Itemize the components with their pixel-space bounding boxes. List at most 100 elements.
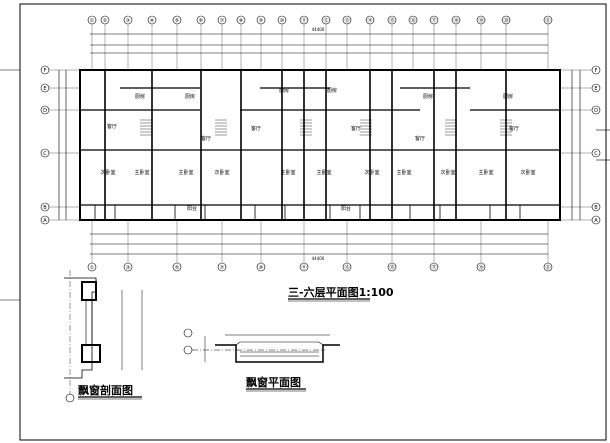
axis-label-right: E xyxy=(594,86,597,92)
axis-bubble-right xyxy=(591,148,601,158)
room-label: 客厅 xyxy=(351,125,361,132)
axis-bubble-top xyxy=(321,15,331,25)
room-label: 主卧室 xyxy=(134,169,149,176)
axis-bubble-left xyxy=(40,148,50,158)
room-label: 阳台 xyxy=(187,205,197,212)
axis-label-bottom: ③ xyxy=(126,265,130,271)
room-label: 客厅 xyxy=(201,135,211,142)
axis-bubble-right xyxy=(591,202,601,212)
axis-bubble-right xyxy=(591,215,601,225)
room-labels: 厨房厨房厨房厨房厨房厨房客厅客厅客厅客厅客厅客厅次卧室主卧室主卧室次卧室主卧室主… xyxy=(100,87,535,212)
axis-label-top: ⑮ xyxy=(389,17,394,24)
axis-bubble-top xyxy=(277,15,287,25)
axis-label-top: ⑫ xyxy=(323,17,328,24)
axis-bubble-bottom xyxy=(543,262,553,272)
room-label: 主卧室 xyxy=(178,169,193,176)
axis-label-top: ② xyxy=(103,18,108,24)
axis-bubble-left xyxy=(40,83,50,93)
axis-bubble-top xyxy=(501,15,511,25)
axis-label-top: ⑱ xyxy=(453,17,458,24)
dimension-lines xyxy=(58,33,581,255)
axis-label-left: E xyxy=(43,86,46,92)
room-label: 客厅 xyxy=(509,125,519,132)
axis-label-bottom: ⑬ xyxy=(344,264,349,271)
axis-label-top: ③ xyxy=(126,18,130,24)
axis-label-top: ⑤ xyxy=(175,18,179,24)
axis-bubble-bottom xyxy=(172,262,182,272)
axis-label-top: ⑯ xyxy=(410,17,415,24)
axis-bubble-bottom xyxy=(387,262,397,272)
axis-label-top: ⑭ xyxy=(367,17,372,24)
axis-label-bottom: ⑲ xyxy=(478,264,483,271)
axis-label-top: ⑦ xyxy=(220,18,225,24)
room-label: 次卧室 xyxy=(364,169,379,176)
axis-bubble-bottom xyxy=(123,262,133,272)
axis-bubble-bottom xyxy=(342,262,352,272)
axis-bubble-right xyxy=(591,83,601,93)
room-label: 主卧室 xyxy=(478,169,493,176)
axis-bubble-left xyxy=(40,202,50,212)
axis-bubble-right xyxy=(591,65,601,75)
axis-bubble-top xyxy=(256,15,266,25)
room-label: 主卧室 xyxy=(316,169,331,176)
axis-label-right: D xyxy=(594,108,598,114)
axis-bubble-bottom xyxy=(217,262,227,272)
axis-bubble-top xyxy=(236,15,246,25)
section-title: 飘窗剖面图 xyxy=(78,383,133,397)
room-label: 客厅 xyxy=(107,123,117,130)
room-label: 次卧室 xyxy=(440,169,455,176)
axis-bubble-top xyxy=(451,15,461,25)
room-label: 厨房 xyxy=(503,93,513,100)
room-label: 阳台 xyxy=(341,205,351,212)
axis-label-bottom: ⑪ xyxy=(301,264,306,271)
axis-label-bottom: ⑨ xyxy=(259,265,263,271)
axis-bubble-top xyxy=(365,15,375,25)
axis-label-bottom: ⑮ xyxy=(389,264,394,271)
axis-label-top: ㉑ xyxy=(545,17,550,24)
axis-bubble-bottom xyxy=(429,262,439,272)
bay-window-section xyxy=(64,270,143,403)
axis-label-right: B xyxy=(594,205,598,211)
drawing-frame xyxy=(19,3,607,441)
floor-plan xyxy=(79,69,561,221)
axis-label-bottom: ㉑ xyxy=(545,264,550,271)
axis-label-right: F xyxy=(595,68,598,74)
bay-window-plan xyxy=(183,328,340,363)
axis-label-top: ⑪ xyxy=(301,17,306,24)
axis-bubble-top xyxy=(476,15,486,25)
axis-bubble-top xyxy=(196,15,206,25)
axis-label-top: ⑬ xyxy=(344,17,349,24)
axis-bubble-top xyxy=(87,15,97,25)
axis-bubble-top xyxy=(123,15,133,25)
axis-label-left: F xyxy=(44,68,47,74)
axis-bubble-top xyxy=(172,15,182,25)
window-plan-title: 飘窗平面图 xyxy=(246,375,301,389)
axis-label-left: B xyxy=(43,205,47,211)
overall-dimension-bottom: 44400 xyxy=(312,256,325,261)
axis-bubble-top xyxy=(543,15,553,25)
axis-bubble-top xyxy=(408,15,418,25)
axis-bubble-left xyxy=(40,215,50,225)
room-label: 客厅 xyxy=(251,125,261,132)
room-label: 主卧室 xyxy=(396,169,411,176)
axis-label-left: C xyxy=(43,151,47,157)
room-label: 次卧室 xyxy=(100,169,115,176)
axis-bubble-bottom xyxy=(87,262,97,272)
axis-bubble-left xyxy=(40,105,50,115)
axis-label-top: ⑰ xyxy=(431,17,436,24)
axis-label-top: ① xyxy=(90,18,95,24)
axis-bubble-top xyxy=(429,15,439,25)
outer-wall xyxy=(79,69,561,221)
room-label: 次卧室 xyxy=(214,169,229,176)
axis-bubble-top xyxy=(342,15,352,25)
room-label: 客厅 xyxy=(415,135,425,142)
axis-grid xyxy=(49,24,592,263)
axis-label-left: A xyxy=(43,218,47,224)
room-label: 厨房 xyxy=(279,87,289,94)
axis-bubble-top xyxy=(217,15,227,25)
room-label: 次卧室 xyxy=(520,169,535,176)
axis-label-top: ⑲ xyxy=(478,17,483,24)
axis-bubble-bottom xyxy=(256,262,266,272)
axis-label-bottom: ⑰ xyxy=(431,264,436,271)
